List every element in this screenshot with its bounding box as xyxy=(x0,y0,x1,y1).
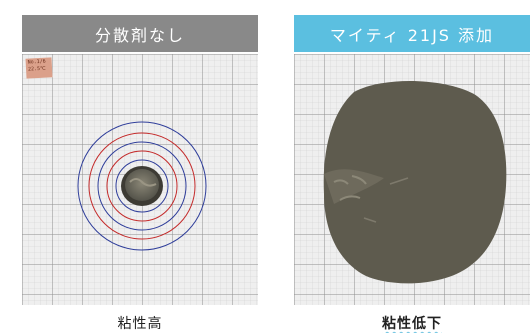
flow-rings xyxy=(77,121,207,251)
caption-high-viscosity: 粘性高 xyxy=(117,316,163,332)
panel-header-with-mighty-21js: マイティ 21JS 添加 xyxy=(294,15,530,52)
comparison-panel-right: マイティ 21JS 添加 xyxy=(294,15,530,305)
grid-paper-photo xyxy=(294,54,530,305)
slurry-spread-large xyxy=(323,80,507,284)
caption-viscosity-reduced-text: 粘性低下 xyxy=(382,316,442,332)
caption-viscosity-reduced: 粘性低下 xyxy=(294,313,530,333)
slurry-sample-small xyxy=(125,169,159,201)
flow-test-photo-low-viscosity xyxy=(294,54,530,305)
grid-paper-photo xyxy=(22,54,258,305)
comparison-panel-left: 分散剤なし xyxy=(22,15,258,305)
panel-header-without-dispersant: 分散剤なし xyxy=(22,15,258,52)
